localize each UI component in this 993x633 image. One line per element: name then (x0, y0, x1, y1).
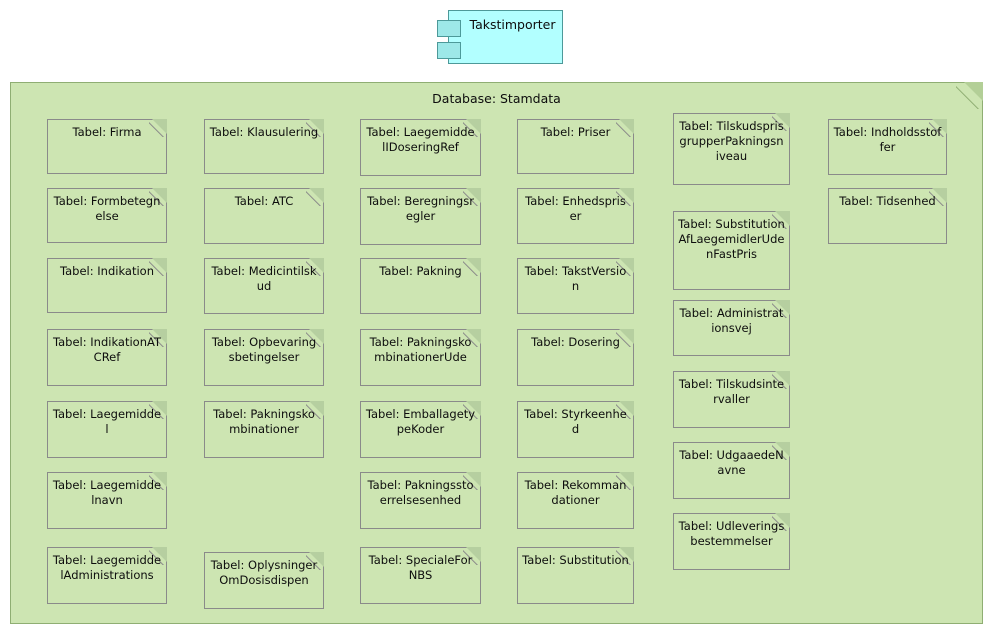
table-node[interactable]: Tabel: SubstitutionAfLaegemidlerUdenFast… (673, 211, 790, 290)
table-node-label: Tabel: Opbevaringsbetingelser (211, 335, 317, 364)
table-node[interactable]: Tabel: Pakningskombinationer (204, 401, 324, 458)
table-node-label: Tabel: IndikationATCRef (53, 335, 161, 364)
table-node-label: Tabel: Styrkeenhed (524, 407, 627, 436)
table-node-label: Tabel: Enhedspriser (525, 194, 626, 223)
table-node-label: Tabel: EmballagetypeKoder (365, 407, 476, 436)
table-node[interactable]: Tabel: Laegemiddelnavn (47, 472, 167, 529)
table-node-label: Tabel: Dosering (531, 335, 620, 349)
table-node[interactable]: Tabel: Rekommandationer (517, 472, 634, 529)
table-node-label: Tabel: Rekommandationer (524, 478, 627, 507)
table-node-label: Tabel: LaegemiddelAdministrations (52, 553, 162, 582)
table-node[interactable]: Tabel: EmballagetypeKoder (360, 401, 481, 458)
table-node-label: Tabel: ATC (234, 194, 294, 208)
table-node-label: Tabel: UdgaaedeNavne (679, 448, 784, 477)
table-node-label: Tabel: OplysningerOmDosisdispen (210, 558, 318, 587)
table-node-label: Tabel: Indikation (60, 264, 154, 278)
table-node-label: Tabel: Udleveringsbestemmelser (678, 519, 785, 548)
table-node-label: Tabel: Pakningsstoerrelsesenhed (367, 478, 474, 507)
table-node[interactable]: Tabel: Medicintilskud (204, 258, 324, 314)
table-node-label: Tabel: Priser (540, 125, 611, 139)
component-takstimporter[interactable]: Takstimporter (437, 10, 563, 64)
table-node[interactable]: Tabel: Pakning (360, 258, 481, 314)
table-node-label: Tabel: Pakningskombinationer (213, 407, 315, 436)
table-node[interactable]: Tabel: Opbevaringsbetingelser (204, 329, 324, 386)
table-node[interactable]: Tabel: OplysningerOmDosisdispen (204, 552, 324, 609)
table-node[interactable]: Tabel: Firma (47, 119, 167, 174)
table-node-label: Tabel: Indholdsstoffer (833, 125, 942, 154)
table-node[interactable]: Tabel: IndikationATCRef (47, 329, 167, 386)
table-node[interactable]: Tabel: Indholdsstoffer (828, 119, 947, 175)
table-node-label: Tabel: Substitution (522, 553, 629, 567)
table-node-label: Tabel: LaegemiddelIDoseringRef (366, 125, 475, 154)
table-node[interactable]: Tabel: Tilskudsintervaller (673, 371, 790, 428)
component-label: Takstimporter (469, 17, 556, 32)
table-node[interactable]: Tabel: Enhedspriser (517, 188, 634, 244)
table-node[interactable]: Tabel: Beregningsregler (360, 188, 481, 245)
table-node[interactable]: Tabel: SpecialeForNBS (360, 547, 481, 604)
table-node[interactable]: Tabel: TilskudsprisgrupperPakningsniveau (673, 113, 790, 185)
table-node[interactable]: Tabel: LaegemiddelIDoseringRef (360, 119, 481, 176)
table-node[interactable]: Tabel: Styrkeenhed (517, 401, 634, 458)
table-node-label: Tabel: Laegemiddel (52, 407, 162, 436)
table-node-label: Tabel: Pakning (379, 264, 462, 278)
container-title: Database: Stamdata (432, 91, 561, 106)
table-node[interactable]: Tabel: Pakningsstoerrelsesenhed (360, 472, 481, 529)
component-port-upper-icon (437, 20, 461, 37)
table-node-label: Tabel: Laegemiddelnavn (52, 478, 162, 507)
table-node-label: Tabel: Klausulering (209, 125, 319, 139)
table-node[interactable]: Tabel: LaegemiddelAdministrations (47, 547, 167, 604)
table-node-label: Tabel: PakningskombinationerUde (369, 335, 472, 364)
table-node-label: Tabel: TilskudsprisgrupperPakningsniveau (679, 119, 784, 163)
table-node[interactable]: Tabel: Tidsenhed (828, 188, 947, 244)
table-node[interactable]: Tabel: Priser (517, 119, 634, 174)
table-node-label: Tabel: Tilskudsintervaller (678, 377, 785, 406)
table-node[interactable]: Tabel: ATC (204, 188, 324, 244)
table-node-label: Tabel: Administrationsvej (679, 306, 784, 335)
table-node-label: Tabel: Beregningsregler (367, 194, 474, 223)
table-node[interactable]: Tabel: Laegemiddel (47, 401, 167, 458)
table-node[interactable]: Tabel: UdgaaedeNavne (673, 442, 790, 499)
table-node-label: Tabel: SubstitutionAfLaegemidlerUdenFast… (678, 217, 785, 261)
table-node-label: Tabel: Medicintilskud (211, 264, 317, 293)
table-node[interactable]: Tabel: Formbetegnelse (47, 188, 167, 243)
table-node[interactable]: Tabel: Indikation (47, 258, 167, 313)
table-node-label: Tabel: Firma (72, 125, 142, 139)
table-node-label: Tabel: Tidsenhed (839, 194, 936, 208)
table-node-label: Tabel: TakstVersion (524, 264, 627, 293)
table-node-label: Tabel: Formbetegnelse (53, 194, 161, 223)
table-node[interactable]: Tabel: Dosering (517, 329, 634, 386)
table-node[interactable]: Tabel: Administrationsvej (673, 300, 790, 356)
table-node-label: Tabel: SpecialeForNBS (368, 553, 473, 582)
table-node[interactable]: Tabel: Udleveringsbestemmelser (673, 513, 790, 570)
table-node[interactable]: Tabel: Klausulering (204, 119, 324, 174)
table-node[interactable]: Tabel: PakningskombinationerUde (360, 329, 481, 386)
table-node[interactable]: Tabel: TakstVersion (517, 258, 634, 314)
container-folded-corner-icon (964, 82, 983, 101)
table-node[interactable]: Tabel: Substitution (517, 547, 634, 604)
component-port-lower-icon (437, 42, 461, 59)
